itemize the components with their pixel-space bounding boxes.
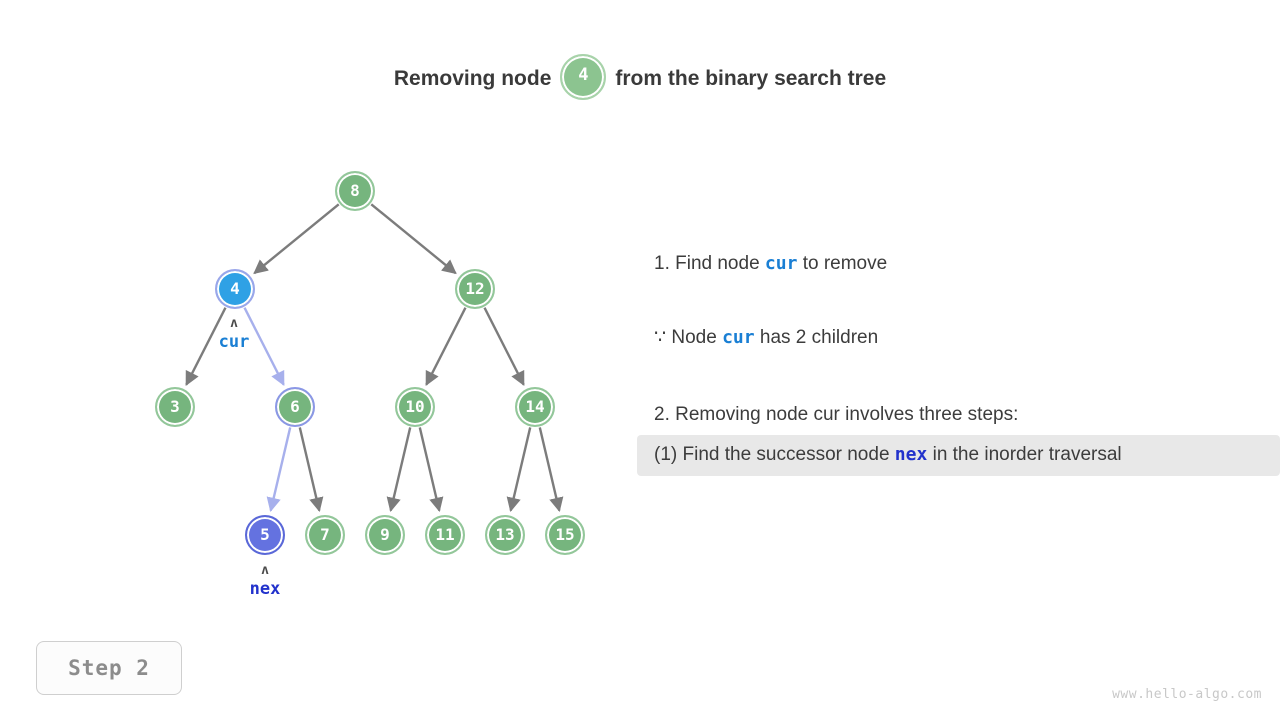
title-prefix: Removing node (393, 67, 552, 90)
tree-edge (370, 203, 457, 275)
tree-node-13[interactable]: 13 (485, 515, 525, 555)
tree-node-value: 7 (320, 525, 330, 544)
caret-icon: ʌ (261, 563, 269, 578)
tree-edge (418, 427, 444, 513)
title-suffix: from the binary search tree (615, 67, 887, 90)
keyword-cur: cur (722, 327, 755, 348)
tree-node-15[interactable]: 15 (545, 515, 585, 555)
tree-node-value: 3 (170, 397, 180, 416)
tree-node-value: 8 (350, 181, 360, 200)
page-title: Removing node 4 from the binary search tre… (0, 54, 1280, 102)
keyword-cur: cur (764, 253, 798, 274)
desc-line4-post: in the inorder traversal (927, 444, 1122, 465)
tree-edge (298, 427, 324, 513)
tree-node-value: 12 (465, 279, 485, 298)
tree-node-3[interactable]: 3 (155, 387, 195, 427)
tree-edge (506, 427, 532, 513)
tree-edges (185, 203, 564, 513)
tree-node-9[interactable]: 9 (365, 515, 405, 555)
tree-node-6[interactable]: 6 (275, 387, 315, 427)
desc-line2-pre: ∵ Node (654, 327, 723, 348)
tree-edge (483, 307, 525, 386)
tree-node-value: 4 (230, 279, 240, 298)
tree-node-value: 10 (405, 397, 425, 416)
tree-edge (425, 307, 467, 386)
tree-node-value: 13 (495, 525, 515, 544)
tree-node-11[interactable]: 11 (425, 515, 465, 555)
tree-node-12[interactable]: 12 (455, 269, 495, 309)
tree-edge (243, 307, 285, 386)
title-node-badge: 4 (560, 54, 607, 100)
description-panel: 1. Find node cur to remove ∵ Node cur ha… (637, 246, 1280, 476)
tree-node-value: 9 (380, 525, 390, 544)
tree-node-4[interactable]: 4 (215, 269, 255, 309)
pointer-name: nex (249, 579, 281, 599)
desc-line1-post: to remove (797, 253, 888, 274)
desc-line-find-cur: 1. Find node cur to remove (637, 246, 1280, 282)
tree-edge (253, 203, 340, 275)
watermark: www.hello-algo.com (1112, 687, 1262, 702)
desc-line1-pre: 1. Find node (654, 253, 765, 274)
desc-line-three-steps: 2. Removing node cur involves three step… (654, 404, 1019, 425)
tree-node-10[interactable]: 10 (395, 387, 435, 427)
tree-node-value: 11 (435, 525, 455, 544)
tree-edge (538, 427, 564, 513)
tree-node-5[interactable]: 5 (245, 515, 285, 555)
desc-line4-pre: (1) Find the successor node (654, 444, 895, 465)
desc-line-two-children: ∵ Node cur has 2 children (637, 320, 1280, 356)
pointer-name: cur (218, 332, 250, 352)
step-badge: Step 2 (36, 641, 182, 695)
tree-node-value: 6 (290, 397, 300, 416)
keyword-nex: nex (894, 444, 928, 465)
tree-node-value: 5 (260, 525, 270, 544)
tree-node-14[interactable]: 14 (515, 387, 555, 427)
tree-node-8[interactable]: 8 (335, 171, 375, 211)
tree-node-value: 15 (555, 525, 575, 544)
caret-icon: ʌ (230, 316, 238, 331)
desc-line2-post: has 2 children (754, 327, 879, 348)
desc-line-step-one-highlighted: (1) Find the successor node nex in the i… (637, 435, 1280, 476)
tree-node-7[interactable]: 7 (305, 515, 345, 555)
tree-edge (266, 427, 292, 513)
tree-node-value: 14 (525, 397, 545, 416)
tree-edge (386, 427, 412, 513)
tree-edge (185, 307, 227, 386)
